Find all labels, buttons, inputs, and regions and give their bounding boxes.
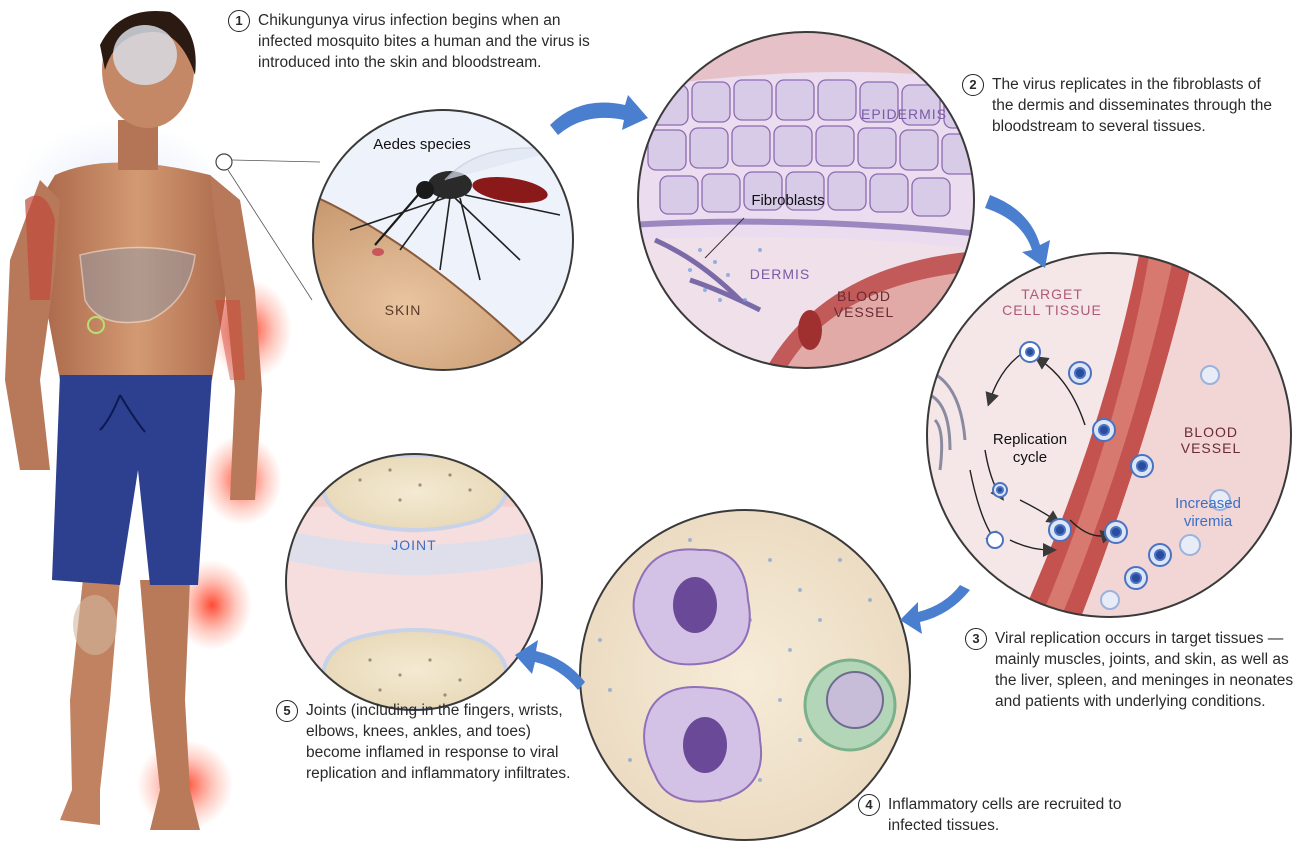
step-5-description: 5 Joints (including in the fingers, wris…: [276, 700, 576, 784]
step-3-number-badge: 3: [965, 628, 987, 650]
epidermis-label: EPIDERMIS: [844, 106, 964, 122]
step-5-number-badge: 5: [276, 700, 298, 722]
step-5-text: Joints (including in the fingers, wrists…: [306, 700, 576, 784]
bite-site-marker: [216, 154, 232, 170]
step-4-description: 4 Inflammatory cells are recruited to in…: [858, 794, 1138, 836]
arrow-step4-to-step5: [515, 640, 585, 690]
skin-label: SKIN: [368, 302, 438, 318]
step-2-number-badge: 2: [962, 74, 984, 96]
blood-vessel-label-skin: BLOOD VESSEL: [826, 288, 902, 320]
brain-overlay: [113, 25, 177, 85]
fibroblasts-label: Fibroblasts: [738, 192, 838, 210]
replication-cycle-label: Replication cycle: [990, 431, 1070, 467]
step-3-description: 3 Viral replication occurs in target tis…: [965, 628, 1303, 712]
step-1-description: 1 Chikungunya virus infection begins whe…: [228, 10, 618, 73]
arrow-step2-to-step3: [985, 195, 1050, 268]
step-2-text: The virus replicates in the fibroblasts …: [992, 74, 1282, 137]
blood-vessel-label-tissue: BLOOD VESSEL: [1170, 424, 1252, 456]
step-4-number-badge: 4: [858, 794, 880, 816]
joint-label: JOINT: [374, 537, 454, 553]
increased-viremia-label: Increased viremia: [1166, 495, 1250, 531]
step-2-description: 2 The virus replicates in the fibroblast…: [962, 74, 1282, 137]
dermis-label: DERMIS: [735, 266, 825, 282]
step-4-text: Inflammatory cells are recruited to infe…: [888, 794, 1138, 836]
arrow-step1-to-step2: [550, 95, 648, 135]
human-figure: [5, 11, 320, 830]
arrow-step3-to-step4: [900, 585, 970, 634]
step-1-number-badge: 1: [228, 10, 250, 32]
target-cell-tissue-label: TARGET CELL TISSUE: [1002, 286, 1102, 318]
joint-circle: [286, 454, 542, 710]
inflammatory-cells-circle: [580, 510, 910, 840]
step-1-text: Chikungunya virus infection begins when …: [258, 10, 618, 73]
aedes-species-label: Aedes species: [362, 136, 482, 154]
step-3-text: Viral replication occurs in target tissu…: [995, 628, 1303, 712]
